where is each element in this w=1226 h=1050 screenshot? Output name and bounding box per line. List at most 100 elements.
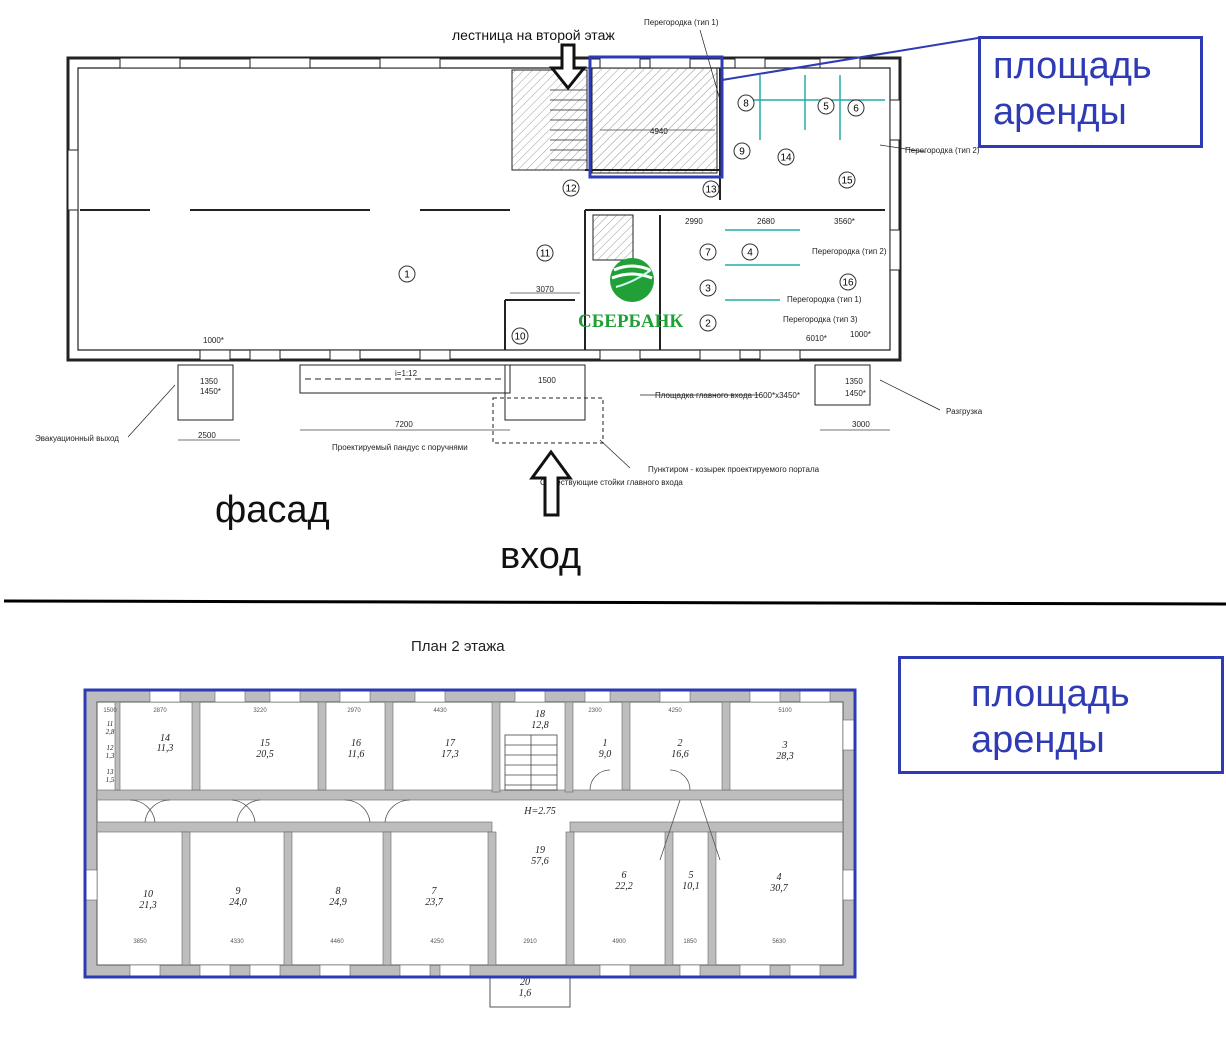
svg-text:7: 7 [705, 248, 711, 259]
room-4-area: 30,7 [769, 883, 789, 894]
room-14-area: 11,3 [157, 743, 174, 754]
room-1-num: 1 [603, 738, 608, 749]
room-2-area: 16,6 [671, 749, 689, 760]
dim-1500: 1500 [538, 376, 556, 385]
note-main-entrance: Площадка главного входа 1600*x3450* [655, 391, 800, 400]
room-17-area: 17,3 [441, 749, 459, 760]
dim-1000-right: 1000* [850, 330, 871, 339]
svg-text:4: 4 [747, 248, 753, 259]
up-arrow-icon [529, 449, 573, 517]
room-8-num: 8 [336, 886, 341, 897]
sberbank-logo: СБЕРБАНК [578, 258, 683, 332]
floor2-stair [504, 734, 558, 791]
room-17-num: 17 [445, 738, 456, 749]
dim-1450: 1450* [200, 387, 221, 396]
room-3-area: 28,3 [776, 751, 794, 762]
rent-label-line1: площадь [993, 45, 1152, 87]
svg-text:2: 2 [705, 319, 711, 330]
room-6-area: 22,2 [615, 881, 633, 892]
room-6-num: 6 [622, 870, 627, 881]
stair-steps [550, 89, 587, 161]
dim-1450-right: 1450* [845, 389, 866, 398]
dim-1000: 1000* [203, 336, 224, 345]
room-11-num: 11 [107, 720, 113, 728]
note-partition-type2-right: Перегородка (тип 2) [905, 146, 980, 155]
room-9-area: 24,0 [229, 897, 247, 908]
room-15-area: 20,5 [256, 749, 274, 760]
facade-label: фасад [215, 489, 330, 531]
dim-1350-right: 1350 [845, 377, 863, 386]
floor2-rent-area-label: площадь аренды [898, 656, 1224, 774]
svg-text:15: 15 [841, 176, 853, 187]
ramp [177, 364, 871, 444]
dim-2680: 2680 [757, 217, 775, 226]
room-12-area: 1,3 [106, 752, 115, 760]
room-7-num: 7 [432, 886, 438, 897]
floor1-rent-area-label: площадь аренды [978, 36, 1203, 148]
dim-bottom-0: 3850 [133, 939, 147, 945]
dim-bottom-2: 4460 [330, 939, 344, 945]
note-posts: Существующие стойки главного входа [540, 478, 683, 487]
svg-text:8: 8 [743, 99, 749, 110]
dim-top-5: 2300 [588, 708, 602, 714]
section-divider [3, 599, 1226, 606]
hatched-room [591, 67, 718, 174]
floor2-rent-area-outline [83, 688, 857, 979]
rent-label-line2: аренды [993, 91, 1127, 133]
dim-4940: 4940 [650, 127, 668, 136]
note-evac-exit: Эвакуационный выход [35, 434, 119, 443]
svg-text:1: 1 [404, 270, 410, 281]
room-12-num: 12 [107, 744, 115, 752]
room-16-num: 16 [351, 738, 361, 749]
svg-text:6: 6 [853, 104, 859, 115]
floor1-rent-area-outline [588, 55, 724, 179]
rent-callout-line [721, 37, 979, 81]
dim-top-7: 5100 [778, 708, 792, 714]
room-15-num: 15 [260, 738, 270, 749]
dim-bottom-7: 5630 [772, 939, 786, 945]
note-partition-type1-top: Перегородка (тип 1) [644, 18, 719, 27]
dim-top-0: 1500 [103, 708, 117, 714]
svg-text:16: 16 [842, 278, 854, 289]
floor1-plan [66, 29, 941, 469]
room-4-num: 4 [777, 872, 782, 883]
room-19-area: 57,6 [531, 856, 549, 867]
floor1-room-numbers: 1 2 3 4 5 6 7 8 9 10 11 12 13 14 15 16 [398, 94, 865, 345]
dim-bottom-1: 4330 [230, 939, 244, 945]
dim-2500: 2500 [198, 431, 216, 440]
floor1-windows [67, 57, 901, 361]
rent-label-line2-f2: аренды [971, 719, 1105, 761]
dim-bottom-6: 1850 [683, 939, 697, 945]
svg-text:13: 13 [705, 185, 717, 196]
room-1-area: 9,0 [599, 749, 612, 760]
note-canopy: Пунктиром - козырек проектируемого порта… [648, 465, 820, 474]
room-19-num: 19 [535, 845, 545, 856]
down-arrow-icon [548, 43, 588, 91]
room-18-area: 12,8 [531, 720, 549, 731]
dim-1350: 1350 [200, 377, 218, 386]
note-partition-type2: Перегородка (тип 2) [812, 247, 887, 256]
note-ramp: Проектируемый пандус с поручнями [332, 443, 468, 452]
room-8-area: 24,9 [329, 897, 347, 908]
partitions-cyan [725, 75, 885, 301]
dim-top-4: 4430 [433, 708, 447, 714]
dim-bottom-5: 4900 [612, 939, 626, 945]
dim-3000: 3000 [852, 420, 870, 429]
slope-label: i=1:12 [395, 369, 418, 378]
dim-top-6: 4250 [668, 708, 682, 714]
svg-text:12: 12 [565, 184, 577, 195]
dim-6010: 6010* [806, 334, 827, 343]
dim-2990: 2990 [685, 217, 703, 226]
rent-label-line1-f2: площадь [971, 673, 1130, 715]
svg-text:3: 3 [705, 284, 711, 295]
stair-area [511, 69, 588, 171]
floor2-height: H=2.75 [523, 806, 555, 817]
dim-top-2: 3220 [253, 708, 267, 714]
dim-7200: 7200 [395, 420, 413, 429]
floor2-room-labels: 14 11,3 15 20,5 16 11,6 17 17,3 18 12,8 … [106, 709, 794, 999]
svg-text:14: 14 [780, 153, 792, 164]
room-7-area: 23,7 [425, 897, 444, 908]
room-16-area: 11,6 [348, 749, 365, 760]
note-partition-type1: Перегородка (тип 1) [787, 295, 862, 304]
